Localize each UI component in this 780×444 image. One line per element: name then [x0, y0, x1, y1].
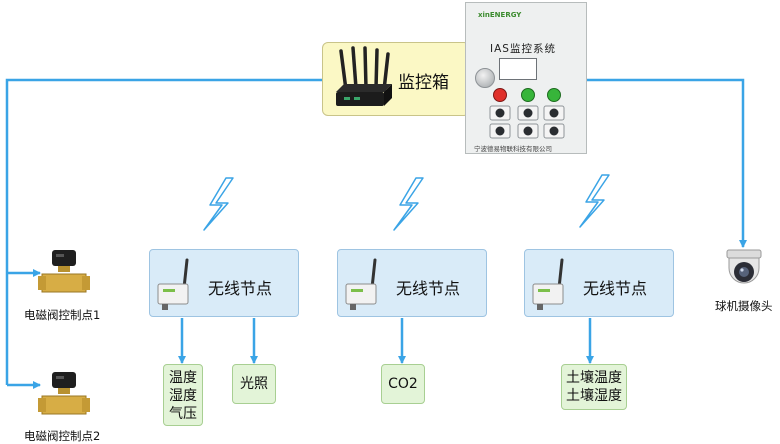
sensor-label: 光照 [240, 376, 268, 392]
camera-label: 球机摄像头 [715, 299, 773, 313]
panel-title: IAS监控系统 [490, 43, 556, 55]
trunk-line-right [587, 78, 747, 248]
panel-buttons [489, 88, 565, 139]
monitor-box-label: 监控箱 [398, 73, 449, 93]
panel-knob [475, 68, 495, 88]
wireless-signal-icon-3 [579, 174, 610, 228]
panel-display-screen [499, 58, 537, 80]
router-icon [336, 46, 392, 106]
wireless-signal-icon-2 [393, 177, 424, 231]
wireless-node-label: 无线节点 [583, 279, 648, 298]
panel-brand-logo: xinENERGY [478, 11, 522, 19]
sensor-label: 温度 [169, 370, 197, 386]
green-indicator-light-2 [547, 88, 561, 102]
dome-camera-icon [726, 249, 762, 284]
sensor-label: 土壤温度 [566, 370, 622, 386]
valve-label-2: 电磁阀控制点2 [24, 429, 101, 443]
sensor-label: 气压 [169, 406, 197, 422]
wireless-signal-icon-1 [203, 177, 234, 231]
wireless-node-2 [337, 249, 487, 317]
wireless-node-label: 无线节点 [208, 279, 273, 298]
sensor-box-temp-humidity-pressure: 温度 湿度 气压 [163, 364, 203, 426]
sensor-box-light: 光照 [232, 364, 276, 404]
sensor-box-soil: 土壤温度 土壤湿度 [561, 364, 627, 410]
solenoid-valve-icon [38, 250, 90, 293]
sensor-label: 土壤湿度 [566, 388, 622, 404]
panel-footer-text: 宁波德易物联科技有限公司 [474, 145, 552, 153]
trunk-line-left [5, 78, 322, 385]
wireless-node-1 [149, 249, 299, 317]
wireless-node-label: 无线节点 [396, 279, 461, 298]
wireless-node-device-icon [532, 258, 564, 310]
valve-label-1: 电磁阀控制点1 [24, 308, 101, 322]
sensor-label: 湿度 [169, 388, 197, 404]
wireless-node-device-icon [345, 258, 377, 310]
solenoid-valve-icon [38, 372, 90, 415]
wireless-node-3 [524, 249, 674, 317]
sensor-label: CO2 [388, 376, 418, 392]
sensor-box-co2: CO2 [381, 364, 425, 404]
wireless-node-device-icon [157, 258, 189, 310]
green-indicator-light-1 [521, 88, 535, 102]
red-indicator-light [493, 88, 507, 102]
